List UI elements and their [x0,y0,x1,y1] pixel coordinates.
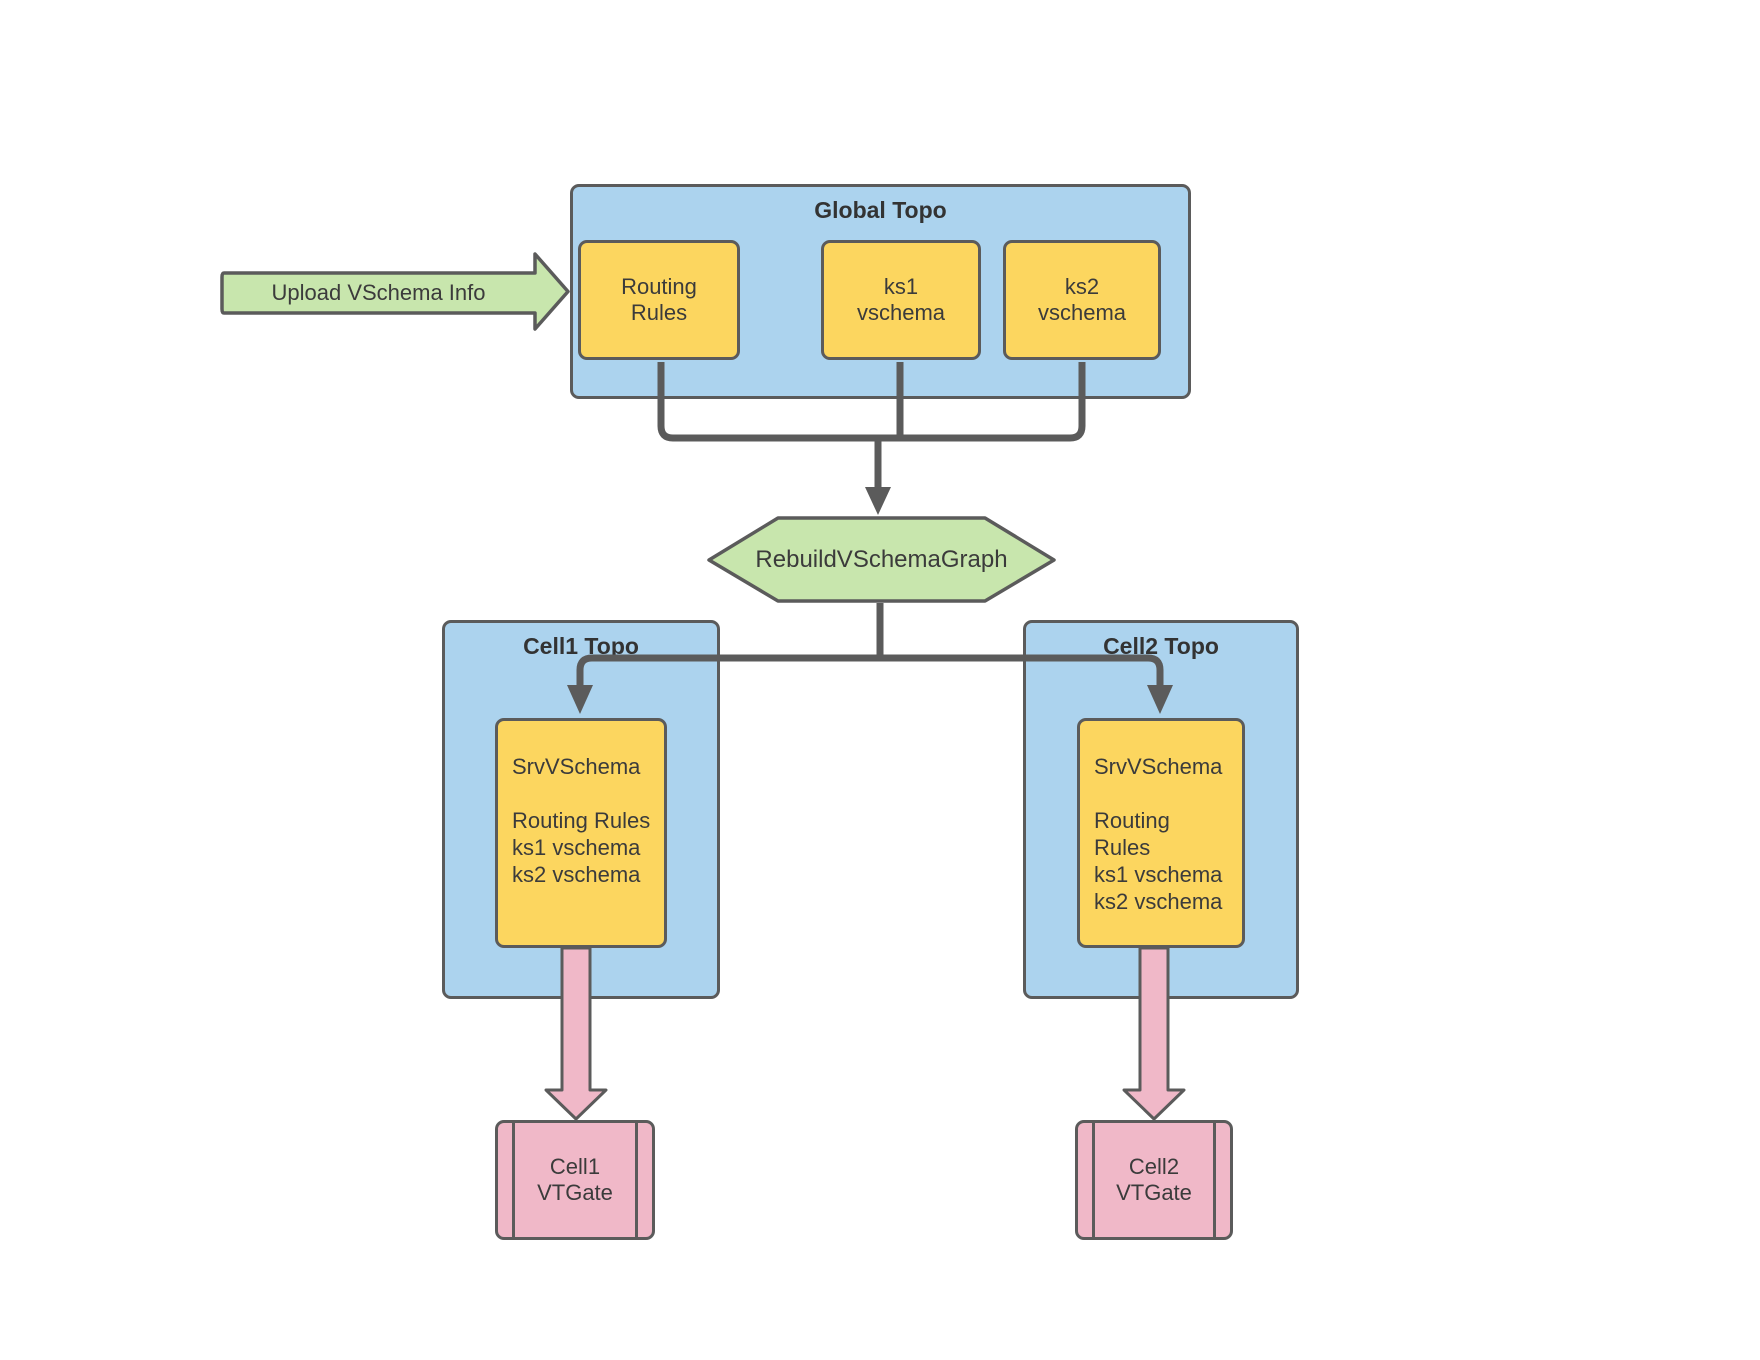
rebuild-hexagon-shape [707,516,1056,603]
global-topo-title: Global Topo [814,197,947,223]
arrowhead-to-cell2 [1147,685,1173,714]
rebuild-hexagon-label: RebuildVSchemaGraph [755,545,1008,573]
node-cell1-vtgate: Cell1 VTGate [495,1120,655,1240]
connector-cells-split [576,654,1164,687]
vtgate-left-rail [1092,1123,1095,1237]
node-cell1-srvvschema: SrvVSchema Routing Rules ks1 vschema ks2… [495,718,667,948]
cell2-vtgate-label: Cell2 VTGate [1116,1154,1192,1205]
arrowhead-to-rebuild [865,487,891,515]
node-ks1-vschema: ks1 vschema [821,240,981,360]
vtgate-right-rail [1213,1123,1216,1237]
vtgate-left-rail [512,1123,515,1237]
arrowhead-to-cell1 [567,685,593,714]
vtgate-right-rail [635,1123,638,1237]
node-ks2-vschema: ks2 vschema [1003,240,1161,360]
upload-arrow-label: Upload VSchema Info [271,279,486,305]
cell2-vtgate-arrow [1122,946,1186,1121]
node-cell2-srvvschema: SrvVSchema Routing Rules ks1 vschema ks2… [1077,718,1245,948]
upload-arrow-shape [220,252,570,331]
node-cell2-vtgate: Cell2 VTGate [1075,1120,1233,1240]
cell1-vtgate-arrow [544,946,608,1121]
connector-global-bus [657,362,1086,442]
node-routing-rules: Routing Rules [578,240,740,360]
cell1-vtgate-label: Cell1 VTGate [537,1154,613,1205]
